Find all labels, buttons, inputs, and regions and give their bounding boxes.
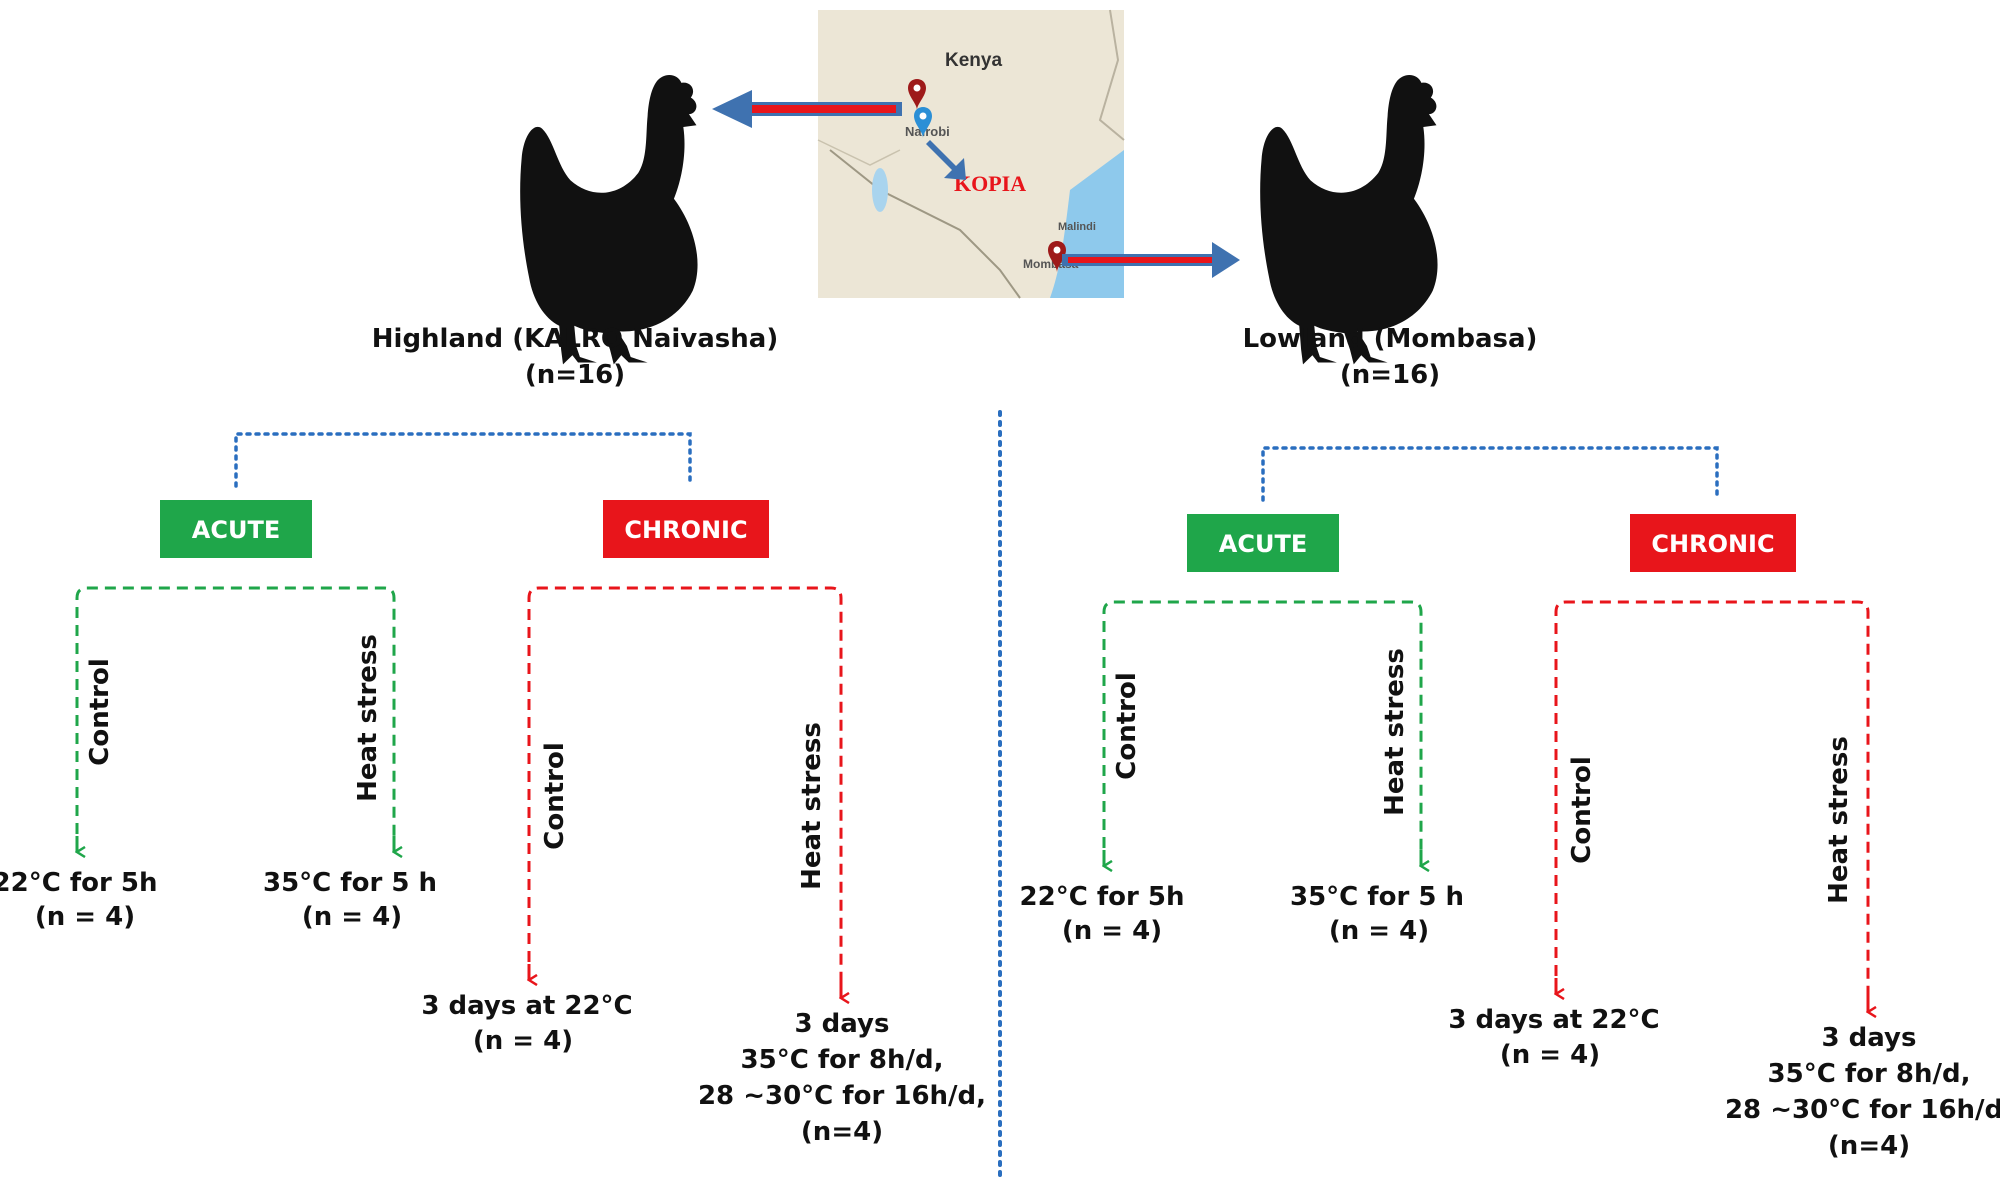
pin-red-icon <box>1048 241 1066 272</box>
highland-sample-size: (n=16) <box>525 360 625 390</box>
arrow-to-lowland <box>1062 242 1240 278</box>
lowland-acute-stress-condition: 35°C for 5 h <box>1290 882 1464 912</box>
lowland-chronic-stress-line: 3 days <box>1822 1023 1917 1053</box>
lowland-chronic-control-branch: Control <box>1567 756 1597 863</box>
lowland-acute-control-condition: 22°C for 5h <box>1020 882 1185 912</box>
lowland-acute-label: ACUTE <box>1219 530 1307 558</box>
map-border <box>1098 9 1125 141</box>
highland-hen-silhouette <box>520 74 698 365</box>
kenya-map: Kenya Nairobi Mombasa Malindi KOPIA <box>817 9 1125 299</box>
pin-red-icon <box>908 79 926 110</box>
highland-acute-stress-condition: 35°C for 5 h <box>263 868 437 898</box>
lowland-chronic-control-n: (n = 4) <box>1500 1040 1600 1070</box>
highland-chronic-control-n: (n = 4) <box>473 1026 573 1056</box>
highland-acute-stress-branch: Heat stress <box>353 634 383 802</box>
highland-group-bracket <box>234 432 692 488</box>
lowland-title: Lowland (Mombasa) <box>1243 324 1538 354</box>
map-town-label: Malindi <box>1058 221 1096 233</box>
highland-chronic-box <box>603 500 769 558</box>
highland-tree: ACUTE CHRONIC Control Heat stress 22°C f… <box>0 432 986 1147</box>
highland-chronic-stress-line: 35°C for 8h/d, <box>741 1045 944 1075</box>
lowland-chronic-stress-line: 35°C for 8h/d, <box>1768 1059 1971 1089</box>
highland-chronic-stress-line: 28 ~30°C for 16h/d, <box>698 1081 986 1111</box>
lowland-chronic-control-condition: 3 days at 22°C <box>1448 1005 1659 1035</box>
highland-chronic-stress-line: 3 days <box>795 1009 890 1039</box>
highland-acute-control-branch: Control <box>85 658 115 765</box>
arrow-to-highland <box>712 90 902 128</box>
highland-chronic-stress-line: (n=4) <box>801 1117 883 1147</box>
lowland-tree: ACUTE CHRONIC Control Heat stress 22°C f… <box>1020 446 2000 1161</box>
highland-chronic-control-branch: Control <box>540 742 570 849</box>
lowland-chronic-label: CHRONIC <box>1651 530 1774 558</box>
lowland-acute-stress-branch: Heat stress <box>1380 648 1410 816</box>
pin-blue-icon <box>914 107 932 138</box>
map-country-label: Kenya <box>945 50 1002 71</box>
highland-acute-stress-n: (n = 4) <box>302 902 402 932</box>
map-lake <box>872 168 888 212</box>
highland-chronic-label: CHRONIC <box>624 516 747 544</box>
highland-title: Highland (KALRO Naivasha) <box>372 324 778 354</box>
map-kopia-label: KOPIA <box>954 171 1026 196</box>
highland-chronic-bracket <box>527 586 843 998</box>
kopia-pointer-arrow <box>926 140 966 180</box>
lowland-acute-bracket <box>1102 600 1423 866</box>
lowland-acute-control-n: (n = 4) <box>1062 916 1162 946</box>
lowland-hen-silhouette <box>1260 74 1438 365</box>
map-town-label: Nairobi <box>905 124 950 139</box>
lowland-chronic-bracket <box>1554 600 1870 1012</box>
lowland-chronic-stress-branch: Heat stress <box>1824 736 1854 904</box>
lowland-acute-control-branch: Control <box>1112 672 1142 779</box>
highland-acute-box <box>160 500 312 558</box>
highland-chronic-control-condition: 3 days at 22°C <box>421 991 632 1021</box>
map-road <box>817 139 901 166</box>
lowland-acute-stress-n: (n = 4) <box>1329 916 1429 946</box>
highland-acute-control-n: (n = 4) <box>35 902 135 932</box>
lowland-group-bracket <box>1261 446 1719 502</box>
highland-acute-control-condition: 22°C for 5h <box>0 868 157 898</box>
lowland-chronic-stress-line: 28 ~30°C for 16h/d, <box>1725 1095 2000 1125</box>
lowland-acute-box <box>1187 514 1339 572</box>
highland-acute-label: ACUTE <box>192 516 280 544</box>
highland-acute-bracket <box>75 586 396 852</box>
lowland-chronic-stress-line: (n=4) <box>1828 1131 1910 1161</box>
lowland-chronic-box <box>1630 514 1796 572</box>
highland-chronic-stress-branch: Heat stress <box>797 722 827 890</box>
map-border <box>829 149 1021 299</box>
lowland-sample-size: (n=16) <box>1340 360 1440 390</box>
